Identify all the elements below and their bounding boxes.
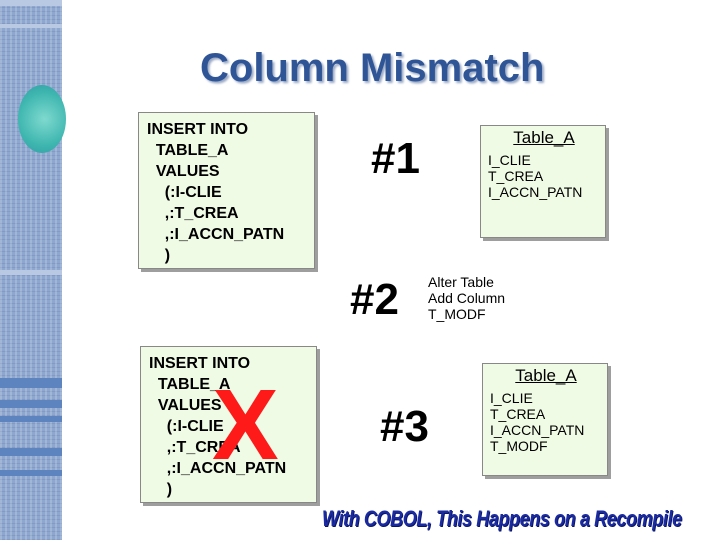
code-line: INSERT INTO [147, 121, 249, 138]
error-x-mark: X [212, 369, 279, 481]
code-line: INSERT INTO [149, 355, 251, 372]
decorative-circle [18, 85, 66, 153]
table-column: I_ACCN_PATN [488, 184, 583, 200]
table-column: I_CLIE [490, 390, 533, 406]
table-box-1: Table_A I_CLIE T_CREA I_ACCN_PATN [480, 125, 606, 238]
sidebar-stripe [0, 378, 62, 388]
code-line: ,:I_ACCN_PATN [147, 226, 285, 243]
alter-table-text: Alter Table Add Column T_MODF [428, 274, 505, 322]
table-column: I_CLIE [488, 152, 531, 168]
table-column: T_MODF [490, 438, 548, 454]
decorative-sidebar [0, 0, 62, 540]
alter-line: T_MODF [428, 306, 486, 322]
table-column: T_CREA [490, 406, 546, 422]
sidebar-stripe [0, 470, 62, 476]
table-column: T_CREA [488, 168, 544, 184]
table-box-2: Table_A I_CLIE T_CREA I_ACCN_PATN T_MODF [482, 363, 608, 476]
sidebar-stripe [0, 270, 62, 275]
step-number-3: #3 [380, 402, 429, 451]
sidebar-stripe [0, 24, 62, 28]
alter-line: Alter Table [428, 274, 494, 290]
table-header: Table_A [515, 366, 577, 385]
insert-statement-box-1: INSERT INTO TABLE_A VALUES (:I-CLIE ,:T_… [138, 112, 315, 269]
sidebar-stripe [0, 416, 62, 422]
code-line: TABLE_A [147, 142, 229, 159]
code-line: ,:T_CREA [149, 439, 241, 456]
code-line: (:I-CLIE [149, 418, 224, 435]
sidebar-stripe [0, 0, 62, 6]
insert-statement-box-2: INSERT INTO TABLE_A VALUES (:I-CLIE ,:T_… [140, 346, 317, 503]
table-column: I_ACCN_PATN [490, 422, 585, 438]
step-number-2: #2 [350, 275, 399, 324]
sidebar-stripe [0, 448, 62, 456]
table-header: Table_A [513, 128, 575, 147]
code-line: VALUES [147, 163, 220, 180]
sidebar-stripe [0, 400, 62, 408]
code-line: ) [147, 247, 171, 264]
code-line: ,:T_CREA [147, 205, 239, 222]
footer-caption: With COBOL, This Happens on a Recompile [322, 506, 682, 531]
code-line: ) [149, 481, 173, 498]
code-line: VALUES [149, 397, 222, 414]
alter-line: Add Column [428, 290, 506, 306]
code-line: (:I-CLIE [147, 184, 222, 201]
code-line: ,:I_ACCN_PATN [149, 460, 287, 477]
slide-title: Column Mismatch [200, 46, 545, 90]
code-line: TABLE_A [149, 376, 231, 393]
step-number-1: #1 [371, 134, 420, 183]
